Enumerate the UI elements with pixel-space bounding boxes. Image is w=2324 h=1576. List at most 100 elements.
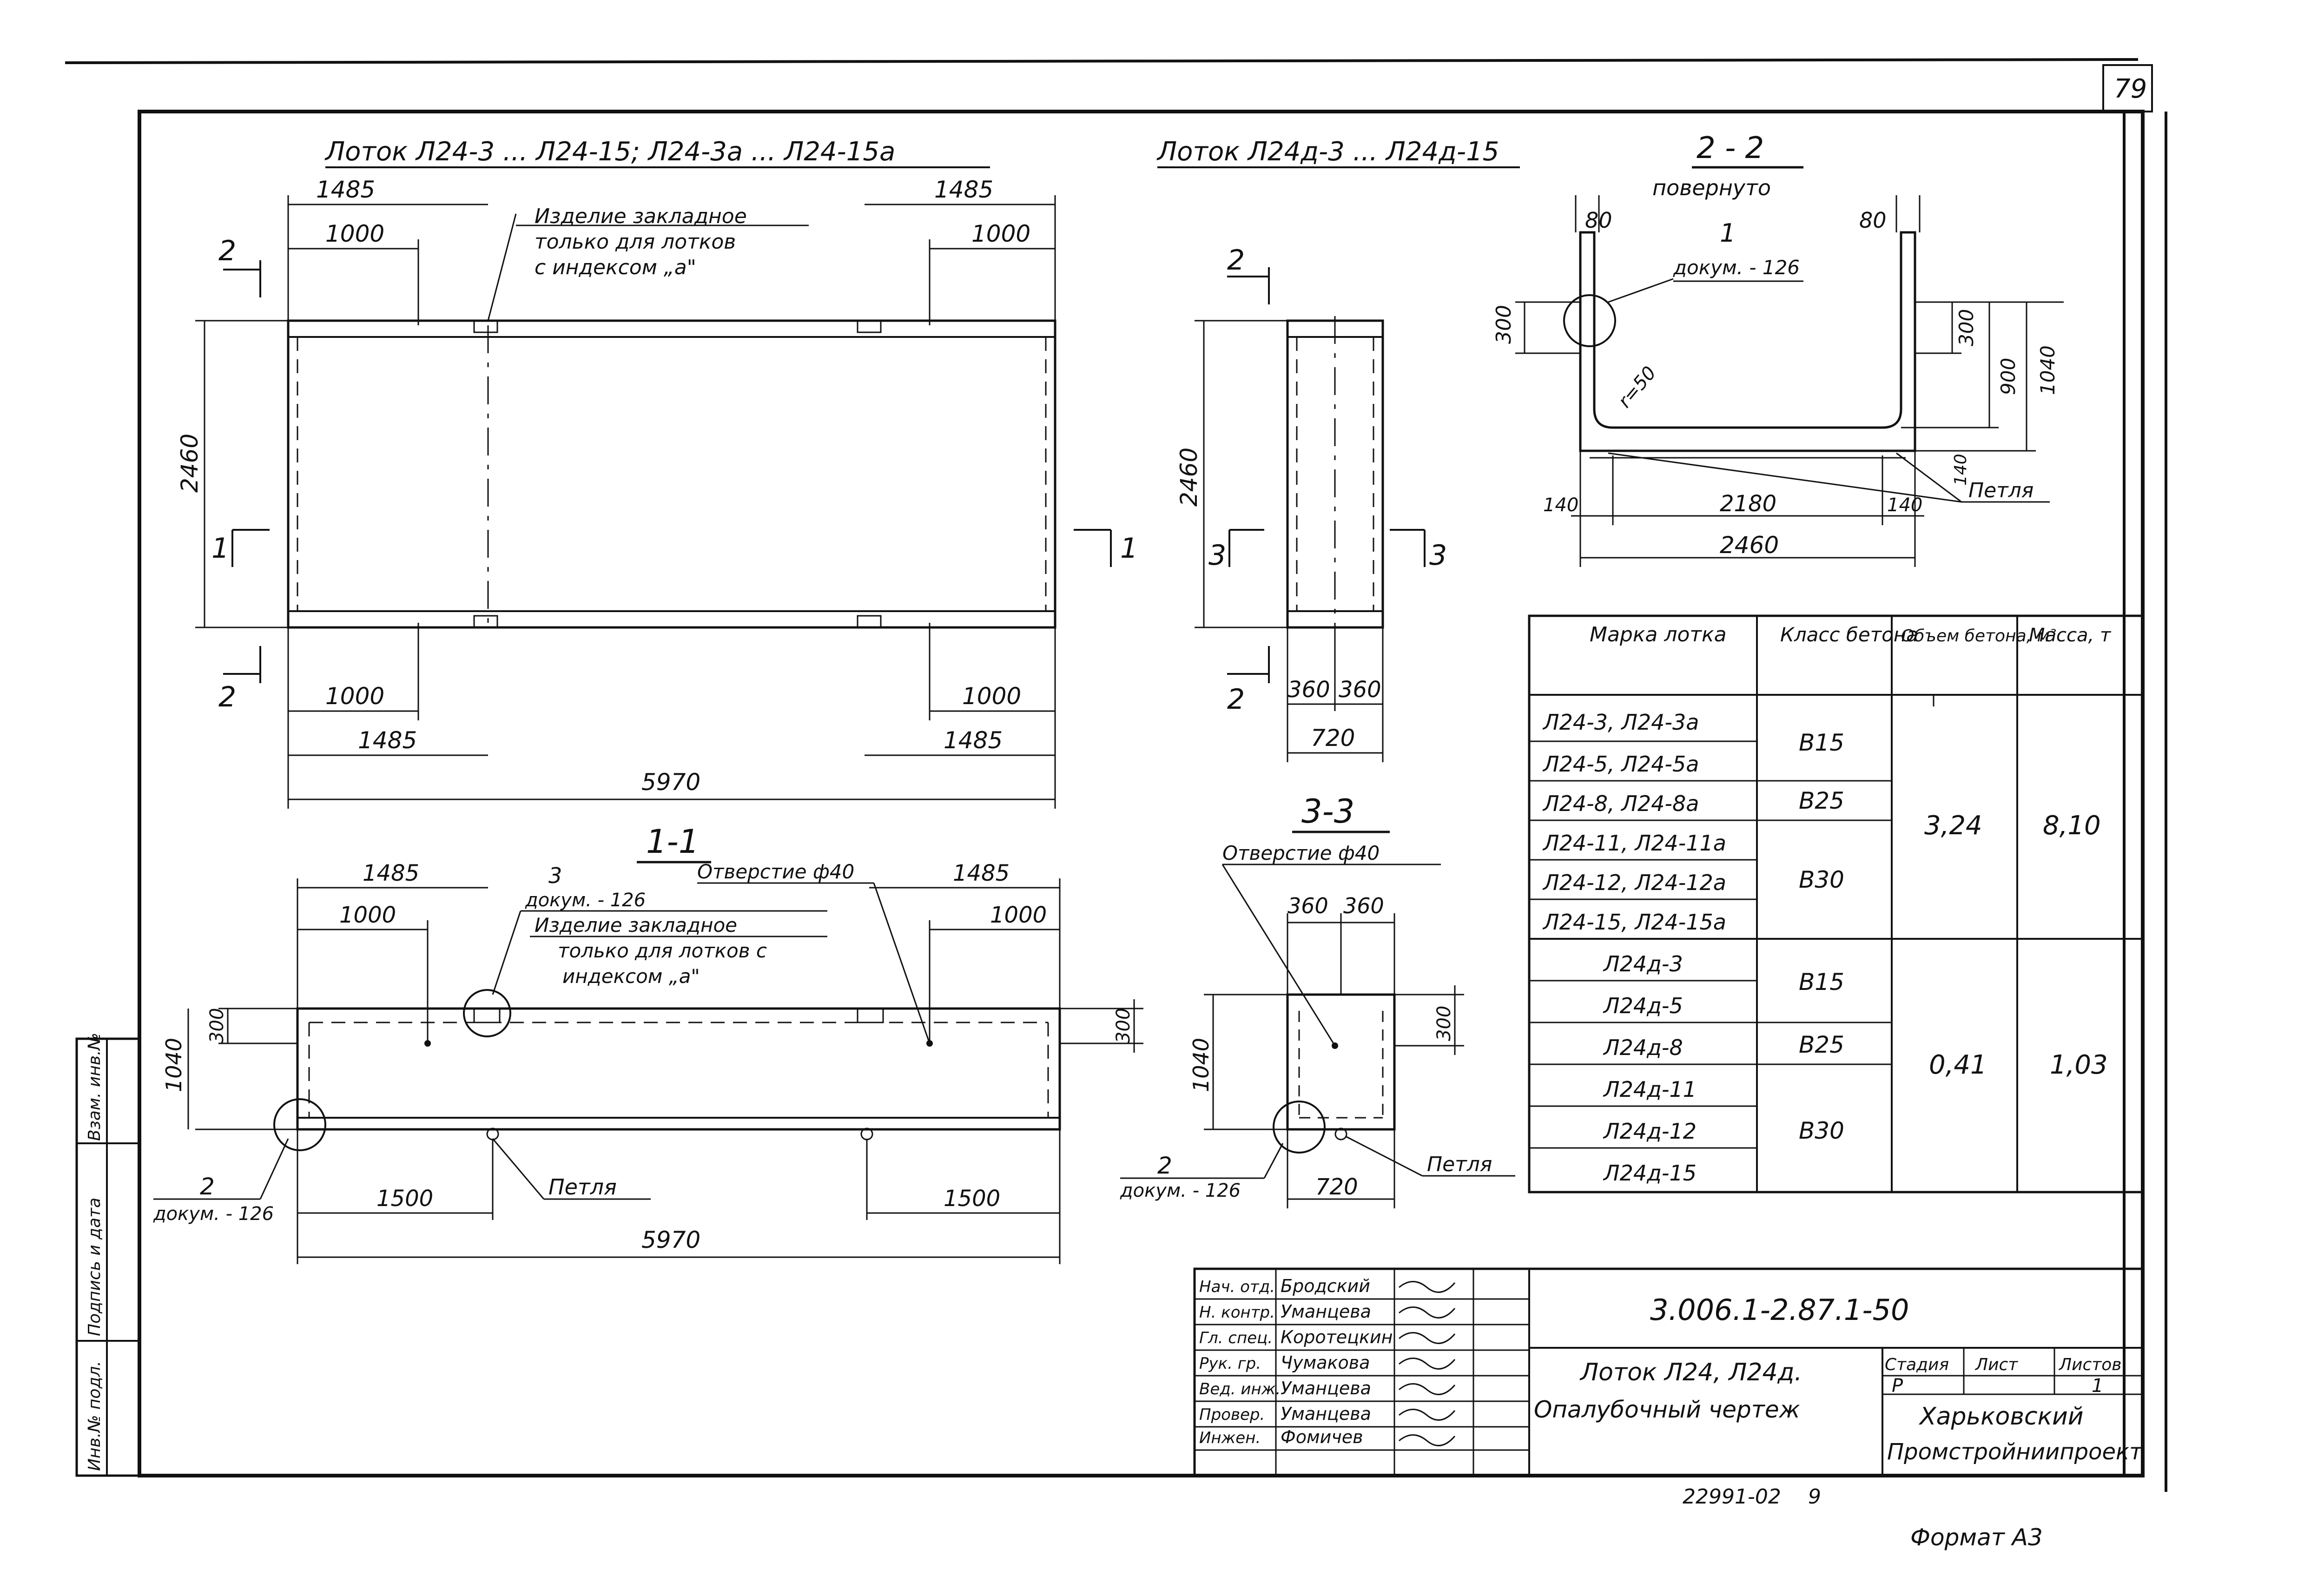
signature-mark [1399, 1383, 1456, 1395]
spec-row-mark: Л24д-15 [1603, 1161, 1697, 1186]
view-plan-l24-title: Лоток Л24-3 ... Л24-15; Л24-3а ... Л24-1… [324, 137, 895, 167]
view-plan-l24: Лоток Л24-3 ... Л24-15; Л24-3а ... Л24-1… [176, 137, 1138, 809]
section-3-3-dim-height: 1040 [1188, 1038, 1214, 1092]
section-1-1-hole-label: Отверстие ф40 [697, 860, 854, 883]
signature-mark [1399, 1281, 1456, 1293]
section-2-2-loop-label: Петля [1968, 479, 2034, 502]
section-1-1-dim-top-left-inner: 1000 [339, 902, 396, 928]
org-line2: Промстройниипроект [1887, 1439, 2143, 1465]
plan-l24-dim-length: 5970 [641, 769, 700, 796]
plan-l24-dim-top-left-outer: 1485 [316, 176, 375, 203]
inventory-suffix: 9 [1808, 1485, 1821, 1509]
spec-class-group: В25 [1799, 787, 1844, 814]
stage-value: Р [1892, 1375, 1903, 1397]
plan-l24-dim-bottom-left-outer: 1485 [358, 727, 417, 754]
spec-row-mark: Л24-11, Л24-11а [1542, 831, 1726, 856]
section-1-1-note-line1: Изделие закладное [535, 914, 737, 936]
signature-mark [1399, 1358, 1456, 1370]
spec-row-mark: Л24-8, Л24-8а [1542, 791, 1699, 816]
section-1-1-callout2-num: 2 [200, 1173, 215, 1200]
plan-l24d-dim-width: 720 [1311, 725, 1355, 752]
format-label: Формат А3 [1910, 1524, 2043, 1551]
spec-header-class: Класс бетона [1780, 623, 1918, 646]
plan-l24-note-line3: с индексом „а" [535, 256, 696, 279]
spec-row-mark: Л24-3, Л24-3а [1542, 710, 1699, 735]
section-2-2-dim-left-height: 300 [1492, 305, 1516, 344]
spec-row-mark: Л24д-11 [1603, 1077, 1697, 1102]
plan-l24-mark-left: 1 [211, 532, 229, 565]
view-plan-l24d: Лоток Л24д-3 ... Л24д-15 2460 360 360 72… [1156, 137, 1520, 762]
side-stamp-col2: Подпись и дата [85, 1198, 104, 1336]
spec-row-mark: Л24д-12 [1603, 1119, 1697, 1144]
section-2-2-dim-foot-left: 140 [1543, 495, 1578, 516]
section-1-1-note-line3: индексом „а" [562, 965, 700, 988]
section-2-2-callout-doc: докум. - 126 [1673, 256, 1800, 279]
signer-role: Провер. [1199, 1405, 1265, 1424]
plan-l24-mark-bottom: 2 [218, 681, 236, 713]
section-3-3-dim-width: 720 [1315, 1174, 1358, 1200]
plan-l24d-mark-top: 2 [1227, 244, 1245, 277]
spec-group2-volume: 0,41 [1929, 1050, 1987, 1080]
section-1-1-loop-label: Петля [548, 1174, 617, 1200]
signer-name: Уманцева [1281, 1404, 1371, 1424]
drawing-title-line2: Опалубочный чертеж [1534, 1396, 1800, 1423]
spec-group2-mass: 1,03 [2050, 1050, 2108, 1080]
section-3-3-callout-num: 2 [1157, 1152, 1172, 1179]
section-3-3-dim-half-right: 360 [1343, 893, 1384, 918]
signer-name: Чумакова [1281, 1352, 1370, 1373]
section-1-1-dim-length: 5970 [641, 1227, 700, 1253]
section-3-3-hole [1332, 1042, 1338, 1049]
spec-class-group: В15 [1799, 729, 1844, 756]
plan-l24d-mark-right: 3 [1429, 539, 1447, 572]
section-3-3-callout-doc: докум. - 126 [1120, 1180, 1241, 1201]
plan-l24d-dim-height: 2460 [1175, 448, 1202, 507]
spec-header-mass: Масса, т [2029, 625, 2112, 646]
section-2-2-dim-inner-width: 2180 [1720, 491, 1776, 517]
signer-role: Инжен. [1199, 1429, 1261, 1447]
section-1-1-dim-left-small: 300 [206, 1008, 228, 1043]
spec-group1-volume: 3,24 [1924, 811, 1982, 841]
spec-class-group: В25 [1799, 1031, 1844, 1058]
page-number: 79 [2114, 74, 2147, 104]
section-1-1-callout3-doc: докум. - 126 [525, 890, 646, 911]
plan-l24d-dim-half-right: 360 [1339, 677, 1381, 703]
signer-role: Гл. спец. [1199, 1329, 1273, 1347]
spec-row-mark: Л24д-8 [1603, 1035, 1683, 1060]
section-1-1-dim-bottom-left: 1500 [376, 1186, 433, 1212]
section-1-1-callout2-doc: докум. - 126 [153, 1203, 274, 1225]
plan-l24-note-line1: Изделие закладное [535, 204, 747, 228]
spec-row-mark: Л24д-3 [1603, 951, 1683, 976]
signature-mark [1399, 1306, 1456, 1319]
signer-name: Уманцева [1281, 1378, 1371, 1398]
sheet-frame: 79 [65, 58, 2167, 1492]
section-1-1: 1-1 1485 1000 1485 1000 300 1040 [153, 823, 1143, 1264]
spec-group1-mass: 8,10 [2043, 811, 2101, 841]
plan-l24-dim-top-left-inner: 1000 [325, 220, 384, 247]
doc-code: 3.006.1-2.87.1-50 [1650, 1293, 1909, 1327]
plan-l24-dim-top-right-inner: 1000 [971, 220, 1030, 247]
spec-header-mark: Марка лотка [1590, 623, 1727, 646]
sheet-label: Лист [1974, 1355, 2018, 1374]
plan-l24-dim-bottom-left-inner: 1000 [325, 683, 384, 710]
plan-l24d-mark-bottom: 2 [1227, 683, 1245, 716]
section-2-2-dim-wall-left: 80 [1585, 208, 1612, 233]
section-2-2-dim-inner-height: 900 [1997, 358, 2020, 395]
title-block: Нач. отд. Бродский Н. контр. Уманцева Гл… [1193, 1267, 2144, 1477]
section-1-1-dim-bottom-right: 1500 [944, 1186, 1000, 1212]
section-1-1-dim-top-right-inner: 1000 [990, 902, 1047, 928]
section-2-2-callout-num: 1 [1720, 218, 1736, 248]
section-2-2-dim-total-width: 2460 [1720, 532, 1779, 559]
plan-l24-note-line2: только для лотков [535, 230, 736, 254]
org-line1: Харьковский [1918, 1403, 2084, 1431]
section-3-3: 3-3 Отверстие ф40 360 360 1040 300 720 2… [1120, 792, 1515, 1208]
plan-l24-dim-bottom-right-outer: 1485 [944, 727, 1003, 754]
inventory-number: 22991-02 [1683, 1485, 1781, 1509]
signer-role: Вед. инж. [1199, 1380, 1281, 1398]
section-1-1-note-line2: только для лотков с [558, 939, 767, 962]
section-3-3-dim-half-left: 360 [1287, 893, 1328, 918]
spec-row-mark: Л24-5, Л24-5а [1542, 752, 1699, 777]
drawing-title-line1: Лоток Л24, Л24д. [1579, 1358, 1802, 1386]
section-3-3-title: 3-3 [1301, 792, 1354, 831]
section-2-2-dim-bottom: 140 [1951, 454, 1970, 486]
plan-l24-dim-bottom-right-inner: 1000 [962, 683, 1021, 710]
